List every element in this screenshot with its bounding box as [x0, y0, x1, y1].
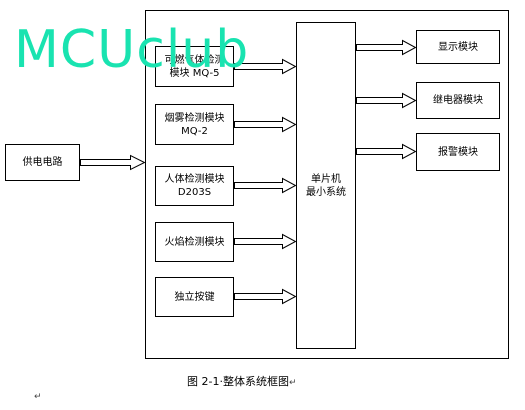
human-module-line1: 人体检测模块	[164, 174, 225, 185]
mcu-line1: 单片机	[311, 173, 341, 185]
power-supply-box: 供电电路	[5, 144, 80, 181]
display-module: 显示模块	[416, 30, 500, 64]
paragraph-return-mark: ↵	[34, 392, 42, 402]
arrow-flame-to-mcu	[234, 233, 297, 250]
gas-module-line1: 可燃气体检测	[164, 54, 225, 66]
relay-module-label: 继电器模块	[433, 95, 483, 106]
alarm-module: 报警模块	[416, 133, 500, 171]
figure-caption-text: 图 2-1·整体系统框图	[187, 375, 289, 388]
figure-caption: 图 2-1·整体系统框图↵	[187, 373, 297, 389]
relay-module: 继电器模块	[416, 82, 500, 119]
arrow-key-to-mcu	[234, 288, 297, 305]
arrow-human-to-mcu	[234, 177, 297, 194]
gas-module-line2: 模块 MQ-5	[169, 67, 220, 79]
arrow-mcu-to-display	[356, 39, 417, 56]
smoke-module-line1: 烟雾检测模块	[164, 112, 225, 124]
mcuclub-watermark: MCUclub	[14, 20, 250, 80]
arrow-mcu-to-alarm	[356, 143, 417, 160]
arrow-power-to-system	[80, 154, 146, 171]
human-detection-module: 人体检测模块 D203S	[155, 166, 234, 206]
mcu-minimum-system: 单片机 最小系统	[296, 22, 356, 349]
system-frame	[145, 10, 509, 359]
arrow-smoke-to-mcu	[234, 116, 297, 133]
alarm-module-label: 报警模块	[438, 146, 478, 158]
key-module-label: 独立按键	[174, 291, 215, 303]
display-module-label: 显示模块	[438, 41, 478, 53]
flame-detection-module: 火焰检测模块	[155, 222, 234, 262]
caption-return-mark: ↵	[288, 378, 297, 388]
independent-key-module: 独立按键	[155, 277, 234, 317]
power-supply-label: 供电电路	[22, 157, 63, 168]
gas-detection-module: 可燃气体检测 模块 MQ-5	[155, 46, 234, 87]
mcu-line2: 最小系统	[306, 186, 346, 198]
human-module-line2: D203S	[177, 187, 212, 198]
smoke-detection-module: 烟雾检测模块 MQ-2	[155, 104, 234, 145]
smoke-module-line2: MQ-2	[181, 125, 208, 137]
flame-module-label: 火焰检测模块	[164, 236, 225, 248]
arrow-mcu-to-relay	[356, 92, 417, 109]
arrow-gas-to-mcu	[234, 58, 297, 75]
